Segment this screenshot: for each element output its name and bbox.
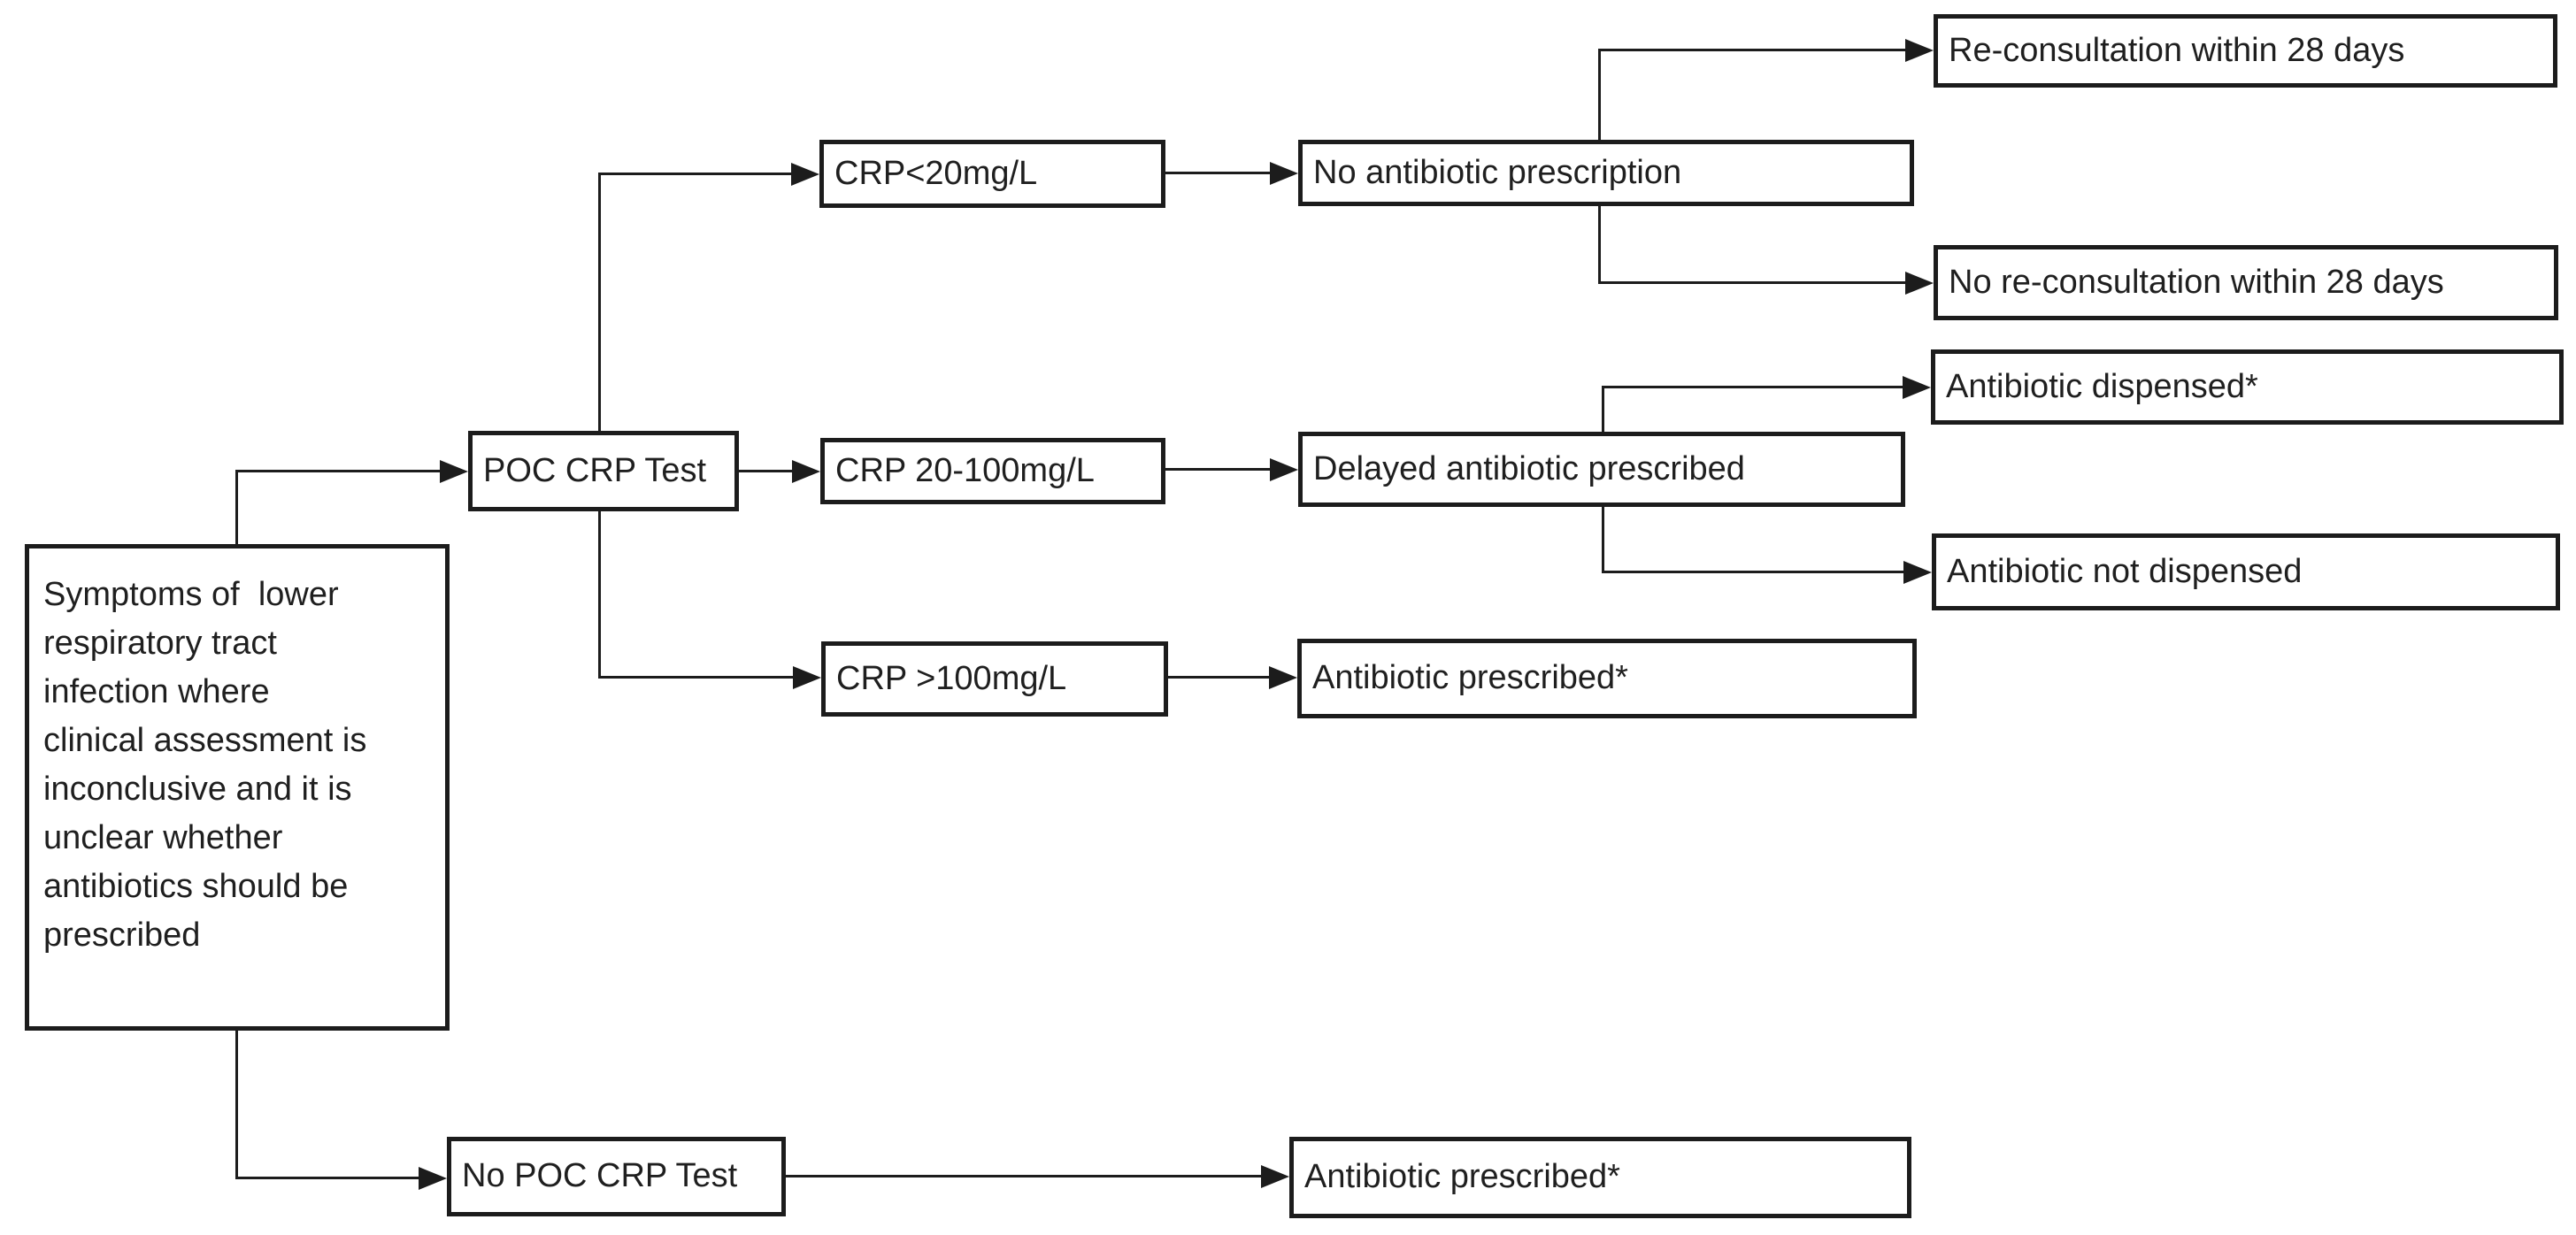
node-symptoms: Symptoms of lower respiratory tract infe… [25,544,450,1031]
connector-segment [1598,49,1905,51]
connector-segment [1598,281,1905,284]
node-no-reconsultation-28-days: No re-consultation within 28 days [1934,245,2558,320]
arrowhead [1270,162,1298,185]
node-crp-20-100: CRP 20-100mg/L [820,438,1165,504]
node-crp-over-100: CRP >100mg/L [821,641,1168,717]
connector-segment [235,1177,419,1179]
arrowhead [793,666,821,689]
connector-segment [1165,468,1270,471]
connector-segment [235,472,238,544]
arrowhead [1269,666,1297,689]
node-no-antibiotic-prescription: No antibiotic prescription [1298,140,1914,206]
connector-segment [598,511,601,678]
connector-segment [1602,507,1604,572]
connector-segment [235,470,440,472]
arrowhead [419,1167,447,1190]
connector-segment [786,1175,1261,1177]
node-crp-under-20: CRP<20mg/L [819,140,1165,208]
arrowhead [1905,39,1934,62]
connector-segment [1602,386,1903,388]
node-antibiotic-not-dispensed: Antibiotic not dispensed [1932,533,2560,610]
arrowhead [1270,458,1298,481]
arrowhead [1903,561,1932,584]
arrowhead [1261,1165,1289,1188]
arrowhead [440,460,468,483]
connector-segment [1602,571,1903,573]
connector-segment [598,173,791,175]
connector-segment [1168,676,1269,679]
connector-segment [1598,206,1601,283]
connector-segment [1165,172,1270,174]
node-poc-crp-test: POC CRP Test [468,431,739,511]
arrowhead [792,460,820,483]
node-reconsultation-28-days: Re-consultation within 28 days [1934,14,2557,88]
node-no-poc-crp-test: No POC CRP Test [447,1137,786,1216]
arrowhead [791,163,819,186]
node-antibiotic-dispensed: Antibiotic dispensed* [1931,349,2564,425]
node-delayed-antibiotic-prescribed: Delayed antibiotic prescribed [1298,432,1905,507]
connector-segment [1602,387,1604,432]
connector-segment [598,676,793,679]
node-antibiotic-prescribed-mid: Antibiotic prescribed* [1297,639,1917,718]
connector-segment [235,1031,238,1178]
connector-segment [598,174,601,431]
arrowhead [1903,376,1931,399]
arrowhead [1905,272,1934,295]
connector-segment [1598,50,1601,140]
connector-segment [739,470,792,472]
node-antibiotic-prescribed-bottom: Antibiotic prescribed* [1289,1137,1911,1218]
